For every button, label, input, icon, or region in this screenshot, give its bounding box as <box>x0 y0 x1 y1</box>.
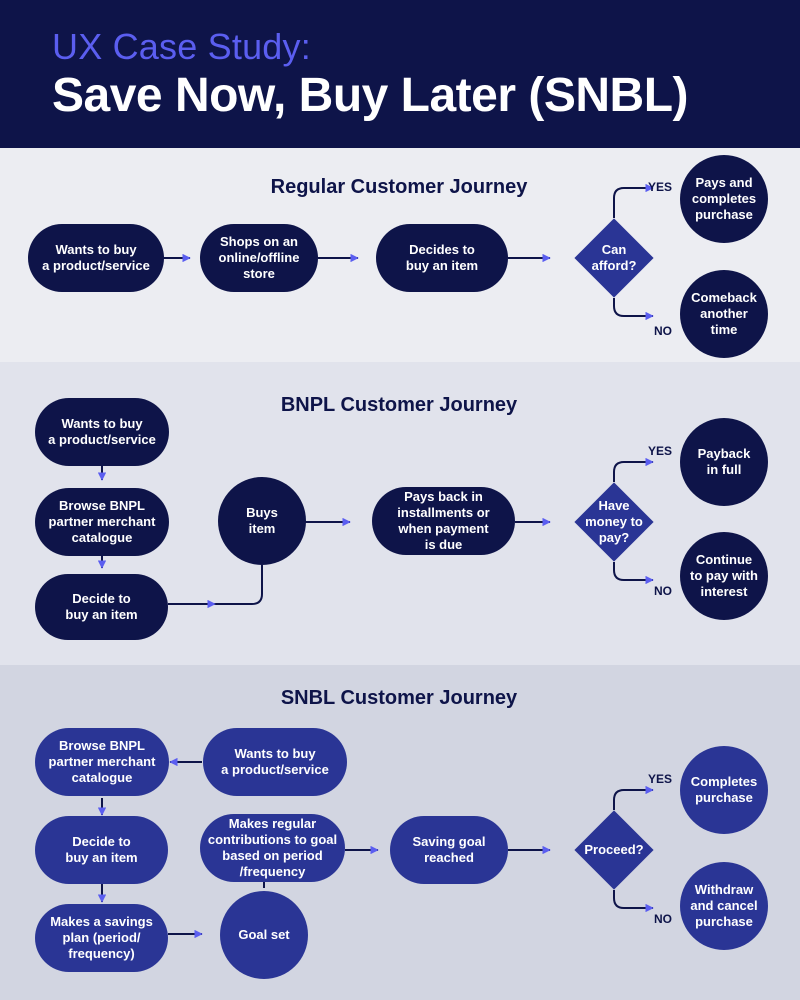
header-title: Save Now, Buy Later (SNBL) <box>52 69 689 122</box>
regular-journey-title: Regular Customer Journey <box>270 176 528 198</box>
snbl-no-label: NO <box>654 912 672 926</box>
connector-bnpl-diamond-yes <box>613 457 654 482</box>
snbl-no-result-node: Withdraw and cancel purchase <box>680 862 768 950</box>
bnpl-pays-back-node: Pays back in installments or when paymen… <box>372 487 515 555</box>
bnpl-no-result-node: Continue to pay with interest <box>680 532 768 620</box>
snbl-goal-set-node: Goal set <box>220 891 308 979</box>
bnpl-decision-label: Have money to pay? <box>585 498 643 545</box>
snbl-contributions-node: Makes regular contributions to goal base… <box>200 814 345 882</box>
snbl-wants-to-buy-node: Wants to buy a product/service <box>203 728 347 796</box>
connector-bnpl-diamond-no <box>613 562 654 585</box>
header-subtitle: UX Case Study: <box>52 26 311 67</box>
bnpl-no-label: NO <box>654 584 672 598</box>
bnpl-journey-title: BNPL Customer Journey <box>280 394 518 416</box>
connector-snbl-diamond-no <box>613 890 654 913</box>
snbl-savings-plan-node: Makes a savings plan (period/ frequency) <box>35 904 168 972</box>
bnpl-yes-result-node: Payback in full <box>680 418 768 506</box>
regular-no-label: NO <box>654 324 672 338</box>
bnpl-yes-label: YES <box>648 444 673 458</box>
regular-decision-label: Can afford? <box>591 242 637 273</box>
connector-decide-to-buys <box>168 565 263 605</box>
bnpl-decide-node: Decide to buy an item <box>35 574 168 640</box>
regular-yes-result-node: Pays and completes purchase <box>680 155 768 243</box>
snbl-yes-label: YES <box>648 772 673 786</box>
connector-snbl-diamond-yes <box>613 785 654 810</box>
snbl-yes-result-node: Completes purchase <box>680 746 768 834</box>
connector-diamond-no <box>613 298 654 321</box>
snbl-goal-reached-node: Saving goal reached <box>390 816 508 884</box>
regular-shops-node: Shops on an online/offline store <box>200 224 318 292</box>
regular-no-result-node: Comeback another time <box>680 270 768 358</box>
header-banner: UX Case Study: Save Now, Buy Later (SNBL… <box>0 0 800 148</box>
snbl-decision-label: Proceed? <box>584 842 644 857</box>
bnpl-wants-to-buy-node: Wants to buy a product/service <box>35 398 169 466</box>
snbl-journey-title: SNBL Customer Journey <box>280 687 518 709</box>
connector-diamond-yes <box>613 183 654 218</box>
bnpl-browse-node: Browse BNPL partner merchant catalogue <box>35 488 169 556</box>
snbl-browse-node: Browse BNPL partner merchant catalogue <box>35 728 169 796</box>
regular-yes-label: YES <box>648 180 673 194</box>
regular-wants-to-buy-node: Wants to buy a product/service <box>28 224 164 292</box>
snbl-decide-node: Decide to buy an item <box>35 816 168 884</box>
bnpl-buys-item-node: Buys item <box>218 477 306 565</box>
regular-decides-node: Decides to buy an item <box>376 224 508 292</box>
